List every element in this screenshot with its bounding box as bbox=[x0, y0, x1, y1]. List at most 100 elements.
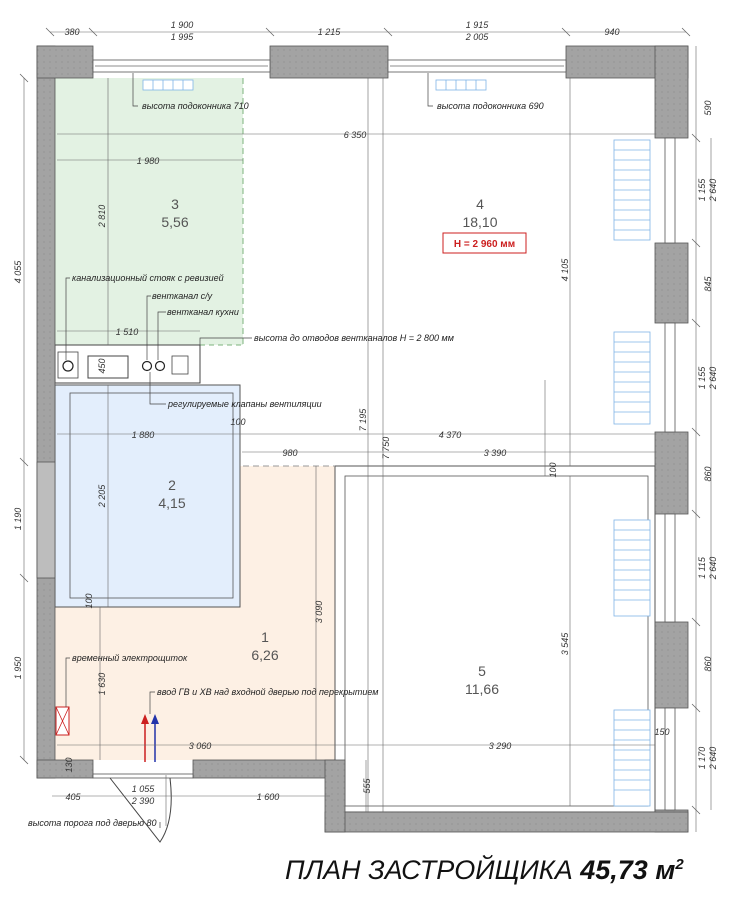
wall-left bbox=[36, 45, 56, 779]
dim-450: 450 bbox=[97, 358, 107, 373]
radiator-right-2 bbox=[613, 331, 651, 425]
dim-right-2640c: 2 640 bbox=[708, 557, 718, 581]
dim-4370: 4 370 bbox=[439, 430, 462, 440]
vent-kitchen-symbol bbox=[154, 360, 166, 372]
dim-top-2005: 2 005 bbox=[465, 32, 490, 42]
cold-water-arrow bbox=[151, 714, 159, 724]
wall-right-p1 bbox=[654, 242, 689, 324]
dim-405: 405 bbox=[65, 792, 81, 802]
wall-right-top bbox=[654, 45, 689, 139]
dimension-lines bbox=[23, 31, 712, 832]
radiator-top-right bbox=[435, 79, 487, 91]
dim-2810: 2 810 bbox=[97, 205, 107, 229]
dim-right-1115: 1 115 bbox=[697, 556, 707, 579]
electrical-panel-cross-b bbox=[55, 706, 70, 736]
room-3-fill bbox=[55, 78, 243, 345]
note-threshold: высота порога под дверью 80 bbox=[28, 818, 156, 828]
shaft-box bbox=[87, 355, 129, 379]
dim-100b: 100 bbox=[548, 462, 558, 477]
radiator-right-1 bbox=[613, 139, 651, 241]
wall-right-p2 bbox=[654, 431, 689, 515]
room-4-area: 18,10 bbox=[462, 214, 497, 230]
dim-right-2640a: 2 640 bbox=[708, 179, 718, 203]
dim-top-1995: 1 995 bbox=[171, 32, 195, 42]
dim-right-590: 590 bbox=[703, 100, 713, 115]
dim-right-1170: 1 170 bbox=[697, 747, 707, 770]
dim-3060: 3 060 bbox=[189, 741, 212, 751]
plan-title: ПЛАН ЗАСТРОЙЩИКА 45,73 м2 bbox=[285, 855, 725, 886]
wall-top-mid bbox=[269, 45, 389, 79]
dim-1055: 1 055 bbox=[132, 784, 156, 794]
dim-top-1915: 1 915 bbox=[466, 20, 490, 30]
dim-4105: 4 105 bbox=[560, 258, 570, 282]
wall-right-p3 bbox=[654, 621, 689, 709]
room-5-number: 5 bbox=[478, 663, 486, 679]
dim-1880: 1 880 bbox=[132, 430, 155, 440]
dim-100c: 100 bbox=[84, 593, 94, 608]
dim-3545: 3 545 bbox=[560, 632, 570, 656]
note-vent-valves: регулируемые клапаны вентиляции bbox=[167, 399, 322, 409]
dim-1630: 1 630 bbox=[97, 673, 107, 696]
dim-1600: 1 600 bbox=[257, 792, 280, 802]
dim-555: 555 bbox=[362, 778, 372, 794]
plan-title-text: ПЛАН ЗАСТРОЙЩИКА bbox=[285, 855, 573, 885]
riser-box bbox=[57, 351, 79, 379]
dim-top-1215: 1 215 bbox=[318, 27, 342, 37]
riser-symbol bbox=[62, 360, 74, 372]
dim-3090: 3 090 bbox=[314, 601, 324, 624]
note-sill-left: высота подоконника 710 bbox=[142, 101, 249, 111]
room-3-number: 3 bbox=[171, 196, 179, 212]
height-label: H = 2 960 мм bbox=[454, 239, 515, 250]
dim-right-1155a: 1 155 bbox=[697, 178, 707, 202]
dim-right-845: 845 bbox=[703, 276, 713, 292]
dim-right-1155b: 1 155 bbox=[697, 366, 707, 390]
note-water-inlet: ввод ГВ и ХВ над входной дверью под пере… bbox=[157, 687, 378, 697]
dim-1510: 1 510 bbox=[116, 327, 139, 337]
room-2-number: 2 bbox=[168, 477, 176, 493]
dim-right-2640b: 2 640 bbox=[708, 367, 718, 391]
room-2-fill bbox=[55, 385, 240, 607]
room-2-inner-outline bbox=[69, 392, 234, 599]
dim-6350: 6 350 bbox=[344, 130, 367, 140]
wall-top-left bbox=[36, 45, 94, 79]
note-vent-wc: вентканал с/у bbox=[152, 291, 213, 301]
wall-bottom-mid bbox=[192, 759, 336, 779]
dim-130: 130 bbox=[64, 757, 74, 772]
vent-box bbox=[171, 355, 189, 375]
note-vent-kitchen: вентканал кухни bbox=[167, 307, 239, 317]
wall-bottom-right bbox=[324, 811, 689, 833]
plan-title-unit: м bbox=[655, 855, 676, 885]
window-right-2 bbox=[664, 322, 676, 433]
room-5-area: 11,66 bbox=[465, 681, 499, 697]
wall-bottom-left bbox=[36, 759, 94, 779]
room-1-fill bbox=[55, 466, 335, 760]
dim-left-1190: 1 190 bbox=[13, 508, 23, 531]
dim-top-1900: 1 900 bbox=[171, 20, 194, 30]
note-vent-height: высота до отводов вентканалов H = 2 800 … bbox=[254, 333, 454, 343]
room-4-number: 4 bbox=[476, 196, 484, 212]
note-riser: канализационный стояк с ревизией bbox=[72, 273, 224, 283]
dim-3290: 3 290 bbox=[489, 741, 512, 751]
dimension-ticks bbox=[19, 27, 701, 815]
room-1-number: 1 bbox=[261, 629, 269, 645]
entrance-door-swing bbox=[109, 777, 172, 843]
dim-1980: 1 980 bbox=[137, 156, 160, 166]
room-5-inner-outline bbox=[344, 475, 649, 807]
dim-2390: 2 390 bbox=[131, 796, 155, 806]
vent-wc-symbol bbox=[141, 360, 153, 372]
radiator-top-left bbox=[142, 79, 194, 91]
dim-2205: 2 205 bbox=[97, 484, 107, 509]
window-right-4 bbox=[664, 707, 676, 811]
dim-7750: 7 750 bbox=[381, 437, 391, 460]
window-right-1 bbox=[664, 137, 676, 244]
dim-150: 150 bbox=[654, 727, 669, 737]
height-label-box bbox=[442, 232, 527, 254]
dim-top-380: 380 bbox=[64, 27, 79, 37]
dim-right-2640d: 2 640 bbox=[708, 747, 718, 771]
note-panel: временный электрощиток bbox=[72, 653, 188, 663]
room-1-area: 6,26 bbox=[251, 647, 278, 663]
plan-title-unit-exp: 2 bbox=[675, 856, 684, 873]
room-3-area: 5,56 bbox=[161, 214, 188, 230]
note-sill-right: высота подоконника 690 bbox=[437, 101, 544, 111]
